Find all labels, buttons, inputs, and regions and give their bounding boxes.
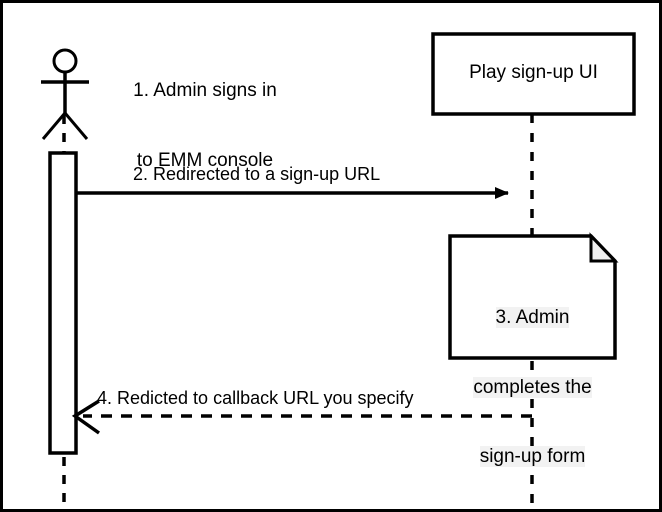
actor-activation-bar: [48, 151, 78, 455]
message-4-open-arrowhead: [71, 399, 101, 435]
note-text: 3. Admin completes the sign-up form: [451, 260, 614, 509]
note-text-line-3: sign-up form: [479, 446, 586, 468]
actor-stick-figure-icon: [41, 48, 89, 140]
diagram-graphics-layer: [41, 32, 636, 504]
note-text-line-1: 3. Admin: [495, 307, 570, 329]
participant-box[interactable]: [431, 32, 636, 116]
actor-caption: 1. Admin signs in to EMM console: [99, 33, 311, 218]
note-step-3: [448, 232, 619, 360]
message-4-label: 4. Redicted to callback URL you specify: [97, 388, 414, 408]
actor-caption-line-2: to EMM console: [136, 149, 274, 171]
actor-caption-line-1: 1. Admin signs in: [133, 80, 277, 102]
note-text-line-2: completes the: [473, 376, 592, 398]
participant-label: Play sign-up UI: [469, 62, 598, 83]
message-2-label: 2. Redirected to a sign-up URL: [133, 164, 381, 184]
